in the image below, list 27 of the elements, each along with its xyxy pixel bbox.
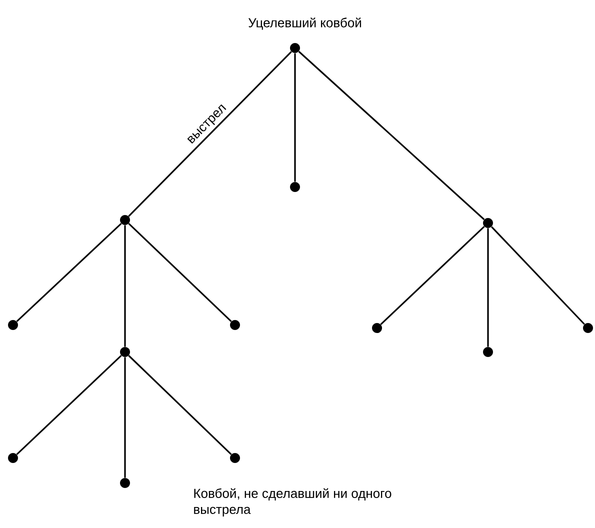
tree-dot — [230, 453, 240, 463]
tree-dot — [120, 478, 130, 488]
tree-dot — [120, 215, 130, 225]
tree-branch — [128, 223, 232, 322]
tree-branch — [128, 355, 232, 455]
node-caption: Уцелевший ковбой — [248, 18, 362, 30]
tree-dot — [483, 218, 493, 228]
tree-branch — [294, 53, 296, 182]
tree-branch — [16, 355, 122, 456]
tree-dot — [8, 320, 18, 330]
tree-dot — [372, 323, 382, 333]
tree-dot — [290, 182, 300, 192]
tree-branch — [16, 222, 122, 322]
tree-dot — [583, 323, 593, 333]
tree-dot — [290, 43, 300, 53]
tree-branch — [380, 226, 485, 326]
tree-dot — [483, 347, 493, 357]
tree-branch — [487, 228, 489, 347]
tree-branch — [491, 226, 585, 325]
tree-branch — [124, 357, 126, 478]
tree-dot — [8, 453, 18, 463]
tree-branch — [128, 51, 292, 217]
tree-dot — [230, 320, 240, 330]
tree-dot — [120, 347, 130, 357]
tree-branch — [124, 225, 126, 347]
tree-branch — [298, 50, 485, 220]
note-text: Ковбой, не сделавший ни одного выстрела — [194, 488, 392, 517]
